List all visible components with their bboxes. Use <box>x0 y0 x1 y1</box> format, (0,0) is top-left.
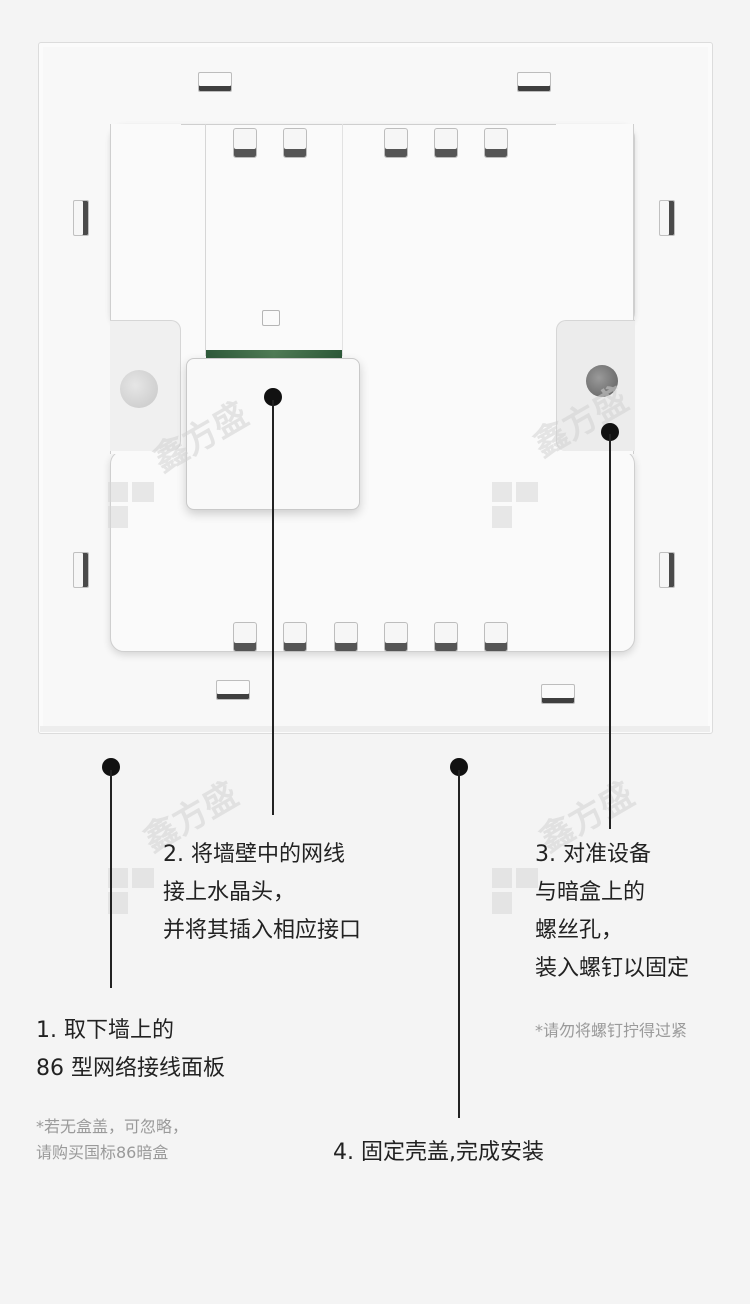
device-body-upper <box>110 124 635 326</box>
vent-slot <box>283 622 307 652</box>
vent-slot <box>233 622 257 652</box>
step-4-text: 4. 固定壳盖,完成安装 <box>333 1140 544 1165</box>
watermark-logo-icon <box>108 868 154 914</box>
module-divider <box>205 124 206 356</box>
step-text-line: 螺丝孔， <box>535 918 624 943</box>
vent-slot <box>484 128 508 158</box>
side-slot <box>659 200 675 236</box>
vent-slot <box>484 622 508 652</box>
screw-hole-right <box>586 365 618 397</box>
step-3-note: *请勿将螺钉拧得过紧 <box>535 1021 688 1040</box>
plate-clip <box>198 72 232 92</box>
callout-line-step-4 <box>458 770 460 1118</box>
vent-slot <box>384 622 408 652</box>
step-text-line: 装入螺钉以固定 <box>535 956 690 981</box>
vent-slot <box>384 128 408 158</box>
callout-line-step-1 <box>110 770 112 988</box>
vent-slot <box>434 622 458 652</box>
plate-edge <box>40 726 710 732</box>
module-divider <box>342 124 343 356</box>
vent-slot <box>233 128 257 158</box>
step-2-text: 2. 将墙壁中的网线 接上水晶头， 并将其插入相应接口 <box>163 836 361 950</box>
step-1-text: 1. 取下墙上的 86 型网络接线面板 <box>36 1012 225 1088</box>
callout-line-step-2 <box>272 400 274 815</box>
watermark-logo-icon <box>492 482 538 528</box>
note-line: *若无盒盖，可忽略， <box>36 1117 189 1136</box>
watermark-logo-icon <box>108 482 154 528</box>
vent-slot <box>334 622 358 652</box>
callout-dot-step-2 <box>264 388 282 406</box>
plate-clip <box>216 680 250 700</box>
step-text-line: 接上水晶头， <box>163 880 296 905</box>
step-text-line: 并将其插入相应接口 <box>163 918 362 943</box>
step-text-line: 86 型网络接线面板 <box>36 1056 225 1081</box>
side-slot <box>73 552 89 588</box>
plate-clip <box>517 72 551 92</box>
vent-slot <box>434 128 458 158</box>
callout-line-step-3 <box>609 434 611 829</box>
plate-clip <box>541 684 575 704</box>
lan-port-icon <box>262 310 280 326</box>
callout-dot-step-4 <box>450 758 468 776</box>
watermark-logo-icon <box>492 868 538 914</box>
step-3-text: 3. 对准设备 与暗盒上的 螺丝孔， 装入螺钉以固定 <box>535 836 689 988</box>
note-line: 请购买国标86暗盒 <box>36 1143 169 1162</box>
callout-dot-step-3 <box>601 423 619 441</box>
step-text-line: 与暗盒上的 <box>535 880 646 905</box>
screw-hole-left <box>120 370 158 408</box>
circuit-board <box>206 350 342 360</box>
step-text-line: 3. 对准设备 <box>535 842 651 867</box>
step-text-line: 2. 将墙壁中的网线 <box>163 842 345 867</box>
vent-slot <box>283 128 307 158</box>
step-1-note: *若无盒盖，可忽略， 请购买国标86暗盒 <box>36 1114 188 1166</box>
side-slot <box>73 200 89 236</box>
callout-dot-step-1 <box>102 758 120 776</box>
side-slot <box>659 552 675 588</box>
step-text-line: 1. 取下墙上的 <box>36 1018 174 1043</box>
